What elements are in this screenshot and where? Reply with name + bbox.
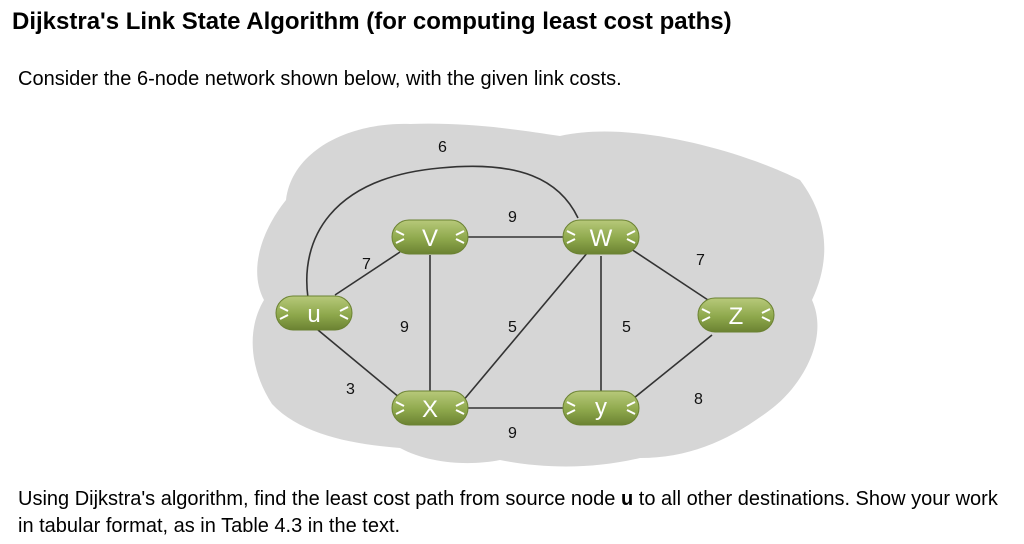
task-source-node: u — [620, 488, 634, 510]
link-x-w — [461, 251, 589, 403]
link-costs: 6 9 7 7 9 5 5 3 8 9 — [346, 139, 705, 442]
link-u-x — [317, 329, 401, 399]
cost-x-y: 9 — [508, 425, 517, 442]
link-u-v — [334, 251, 401, 296]
task-text: Using Dijkstra's algorithm, find the lea… — [18, 486, 1018, 540]
cost-w-z: 7 — [696, 252, 705, 269]
node-label-u: u — [307, 301, 320, 328]
router-x: X — [391, 390, 469, 426]
cost-x-w: 5 — [508, 319, 517, 336]
links — [306, 165, 713, 409]
node-label-w: W — [590, 225, 613, 252]
cost-u-w: 6 — [438, 139, 447, 156]
cost-y-z: 8 — [694, 391, 703, 408]
cost-u-x: 3 — [346, 381, 355, 398]
node-label-v: V — [422, 225, 438, 252]
link-u-w — [306, 165, 579, 299]
cost-u-v: 7 — [362, 256, 371, 273]
router-z: Z — [697, 297, 775, 333]
network-cloud — [252, 123, 825, 467]
router-y: y — [562, 390, 640, 426]
node-label-y: y — [595, 394, 607, 421]
cost-v-x: 9 — [400, 319, 409, 336]
task-text-part1: Using Dijkstra's algorithm, find the lea… — [18, 488, 621, 510]
node-label-x: X — [422, 396, 438, 423]
node-label-z: Z — [729, 303, 744, 330]
cost-w-y: 5 — [622, 319, 631, 336]
intro-text: Consider the 6-node network shown below,… — [18, 68, 622, 90]
page-title: Dijkstra's Link State Algorithm (for com… — [12, 8, 732, 35]
link-w-z — [627, 246, 709, 301]
router-w: W — [562, 219, 640, 255]
router-v: V — [391, 219, 469, 255]
cost-v-w: 9 — [508, 209, 517, 226]
link-y-z — [633, 334, 713, 399]
task-text-part2: to all other destinations. Show your wor… — [18, 488, 998, 537]
router-u: u — [275, 295, 353, 331]
